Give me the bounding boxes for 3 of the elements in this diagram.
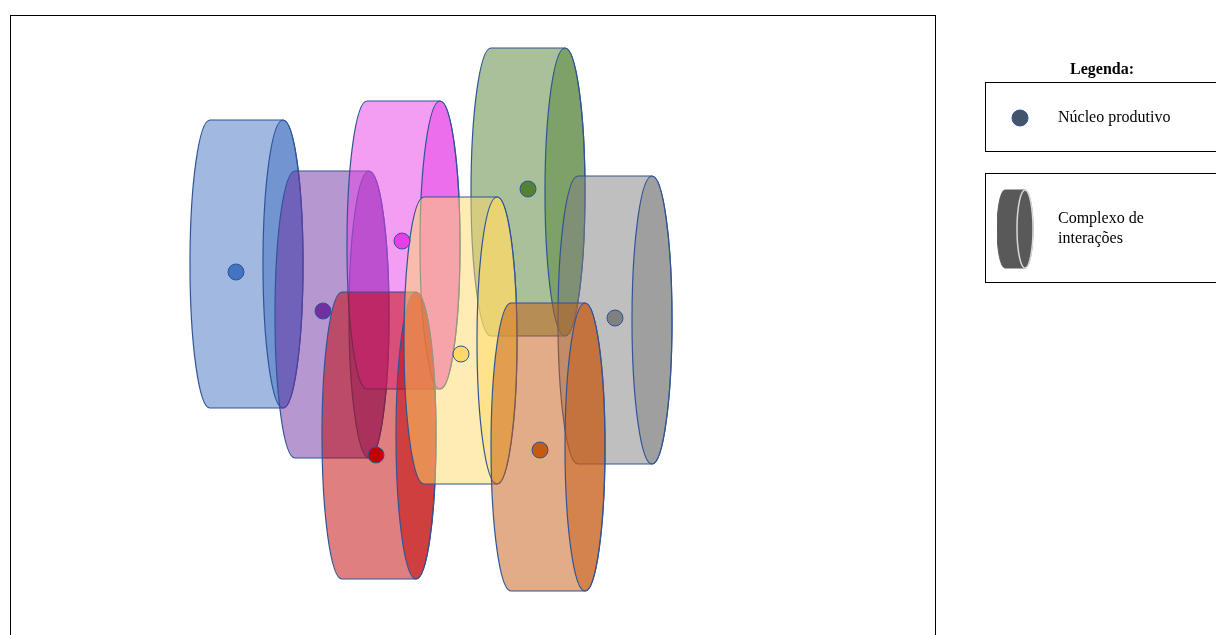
legend-text: Complexo de interações — [1058, 208, 1145, 248]
legend-heading: Legenda: — [1070, 60, 1134, 78]
legend-text: Núcleo produtivo — [1058, 107, 1172, 127]
